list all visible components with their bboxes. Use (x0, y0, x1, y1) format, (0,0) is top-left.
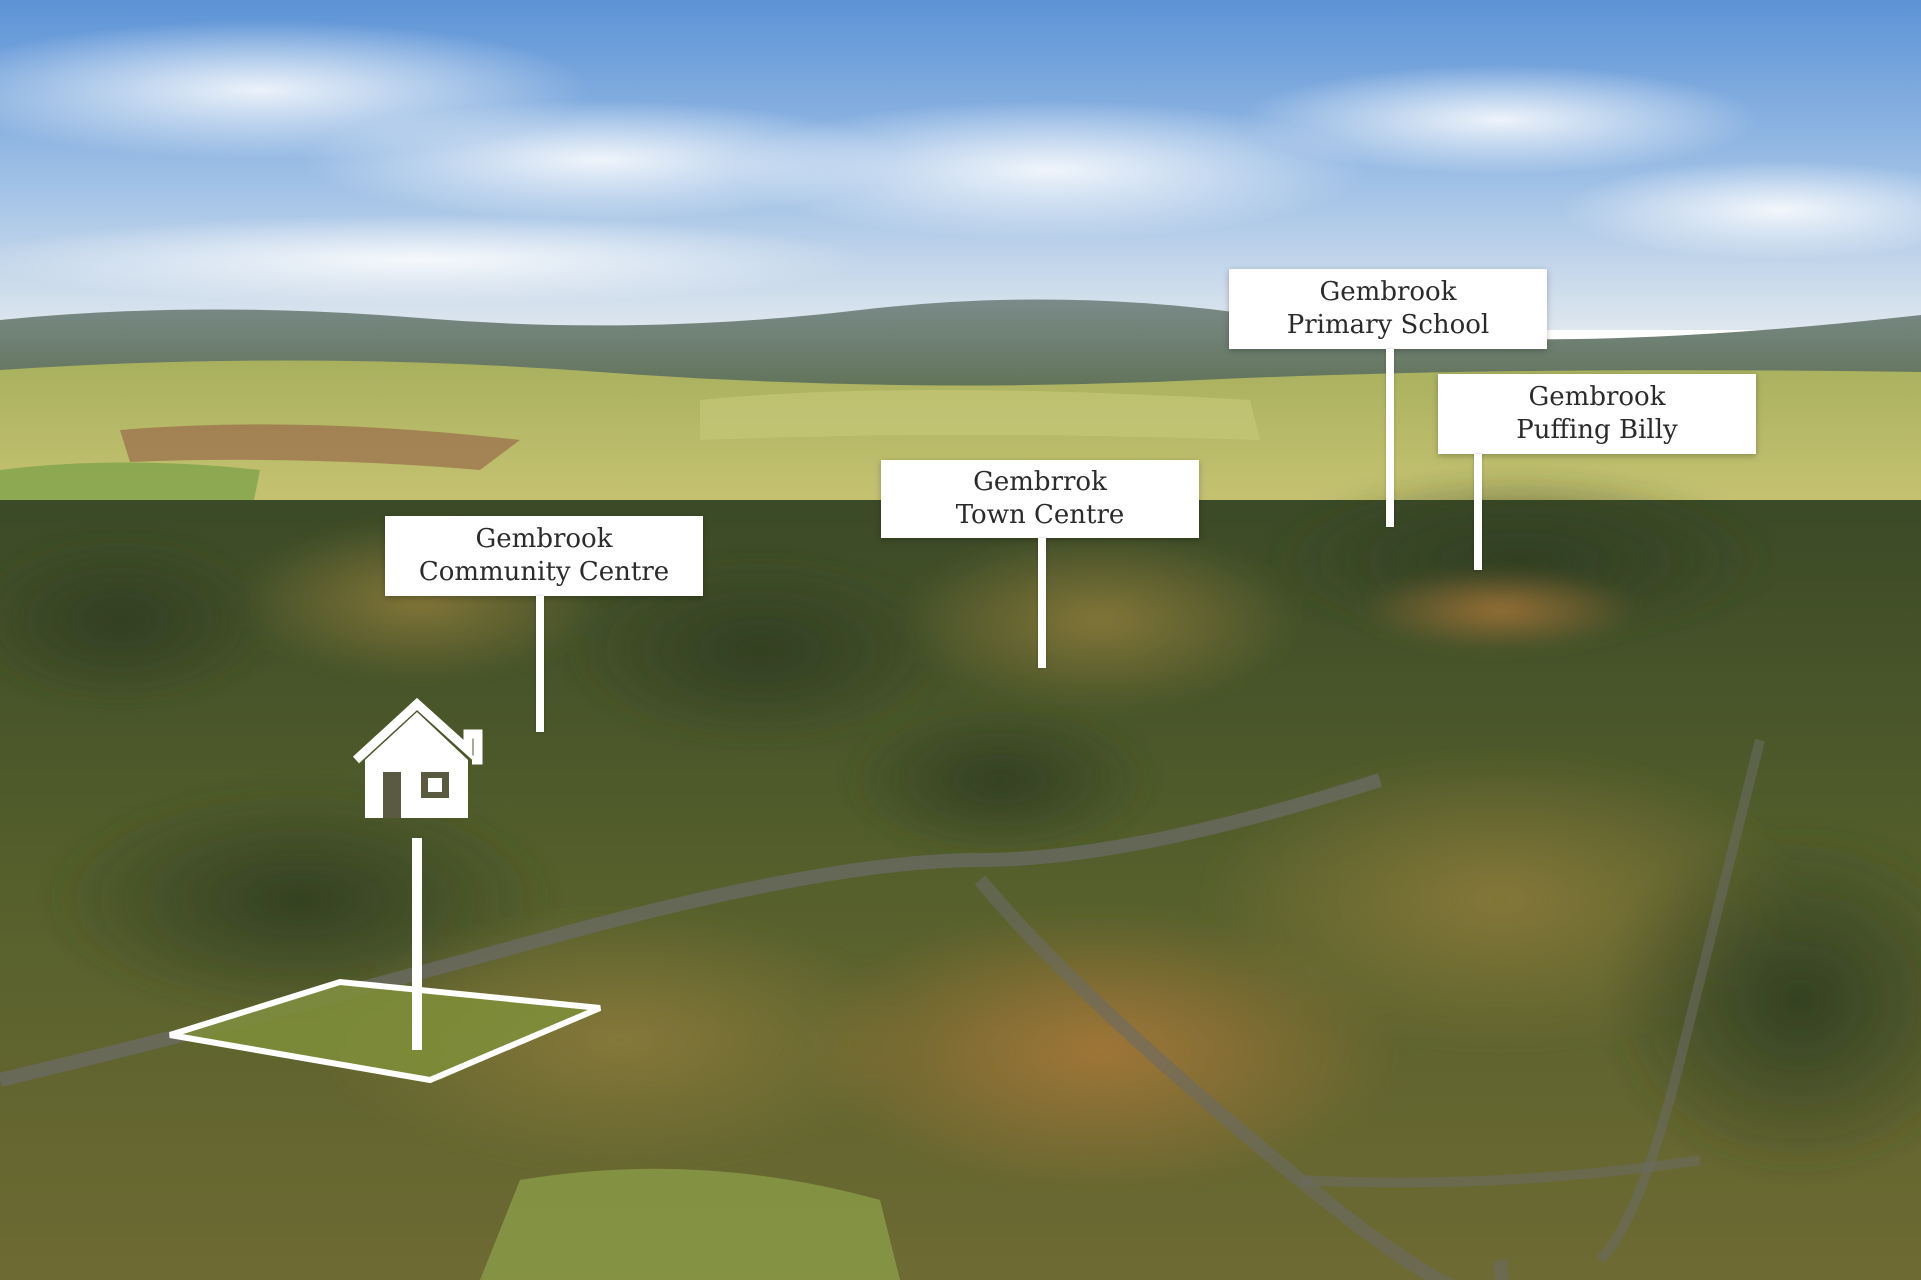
label-town-centre-line2: Town Centre (955, 500, 1125, 530)
pole-primary-school (1386, 349, 1394, 527)
pole-puffing-billy (1474, 454, 1482, 570)
label-town-centre: Gembrrok Town Centre (881, 460, 1199, 538)
label-community-centre: Gembrook Community Centre (385, 516, 703, 596)
label-primary-school-line1: Gembrook (1319, 277, 1457, 307)
label-community-centre-line1: Gembrook (475, 524, 613, 554)
label-puffing-billy-line2: Puffing Billy (1516, 415, 1678, 445)
label-primary-school-line2: Primary School (1286, 310, 1490, 340)
pole-town-centre (1038, 538, 1046, 668)
pole-community-centre (536, 596, 544, 732)
label-puffing-billy: Gembrook Puffing Billy (1438, 374, 1756, 454)
label-puffing-billy-line1: Gembrook (1528, 382, 1666, 412)
label-primary-school: Gembrook Primary School (1229, 269, 1547, 349)
house-icon (352, 697, 483, 818)
label-community-centre-line2: Community Centre (418, 557, 670, 587)
house-pole (412, 838, 422, 1050)
lot-boundary-icon (169, 978, 602, 1084)
label-town-centre-line1: Gembrrok (973, 467, 1107, 497)
